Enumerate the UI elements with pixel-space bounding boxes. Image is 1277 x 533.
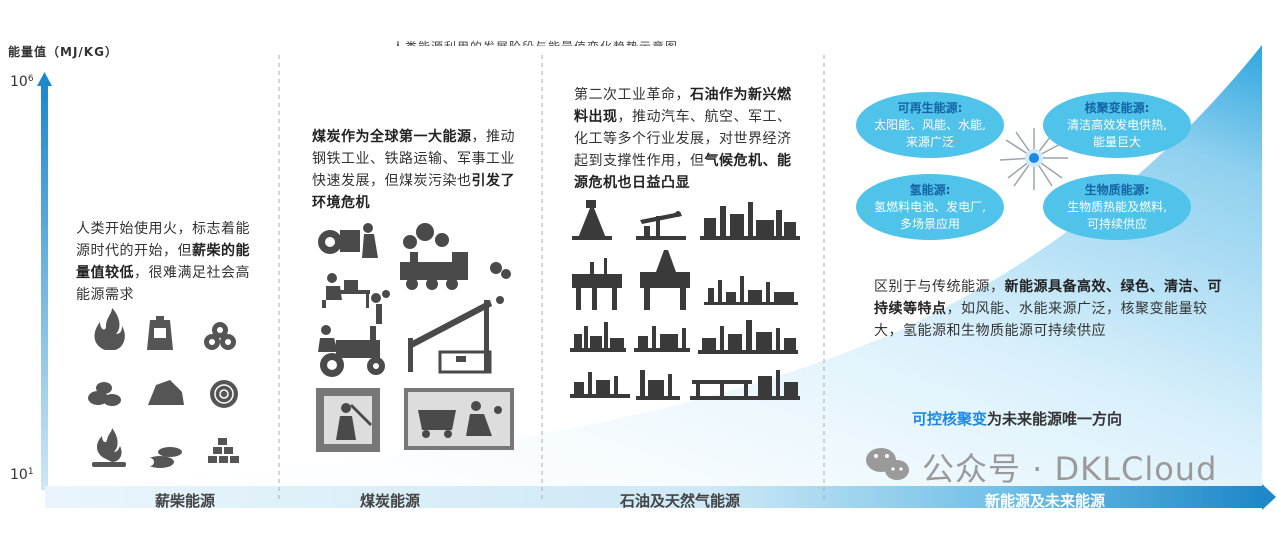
miner-pickaxe-icon: [316, 388, 380, 452]
petrochem-plant-icon: [636, 370, 680, 400]
offshore-platform-icon: [572, 258, 622, 310]
firewood-icons: [88, 308, 239, 468]
oil-derrick-icon: [572, 200, 612, 240]
era-firewood-description: 人类开始使用火，标志着能源时代的开始，但薪柴的能量值较低，很难满足社会高能源需求: [76, 221, 250, 303]
mining-crane-icon: [408, 296, 504, 374]
gas-plant-icon: [570, 372, 630, 398]
cut-off-title: 人类能源利用的发展阶段与能量值变化趋势示意图: [392, 40, 842, 46]
era-label-firewood: 薪柴能源: [154, 492, 215, 510]
rock-icon: [148, 380, 184, 405]
factory-machine-icon: [318, 223, 378, 258]
industrial-complex-icon: [634, 326, 690, 352]
era-new-energy-description: 区别于与传统能源，新能源具备高效、绿色、清洁、可持续等特点，如风能、水能来源广泛…: [874, 279, 1222, 339]
era-label-coal: 煤炭能源: [359, 492, 420, 510]
bubble-fusion-energy: 核聚变能源: 清洁高效发电供热, 能量巨大: [1043, 92, 1191, 158]
era-bar-arrow: [1262, 484, 1276, 510]
bubble-title: 氢能源:: [909, 182, 951, 197]
brick-stack-icon: [208, 438, 239, 463]
bubble-line: 太阳能、风能、水能,: [874, 117, 986, 132]
era-coal-description: 煤炭作为全球第一大能源，推动钢铁工业、铁路运输、军事工业快速发展，但煤炭污染也引…: [312, 129, 515, 211]
tank-farm-icon: [698, 320, 798, 354]
bubble-line: 多场景应用: [899, 216, 960, 231]
era-oil-description: 第二次工业革命，石油作为新兴燃料出现，推动汽车、航空、军工、化工等多个行业发展，…: [574, 87, 792, 191]
wood-ring-icon: [210, 380, 238, 408]
pipeline-facility-icon: [690, 370, 800, 400]
wechat-icon: [866, 448, 909, 480]
y-axis-top-tick: 106: [10, 74, 34, 90]
bubble-line: 生物质热能及燃料,: [1067, 199, 1167, 214]
bubble-line: 氢燃料电池、发电厂,: [874, 199, 986, 214]
bubble-title: 生物质能源:: [1084, 182, 1150, 197]
bubble-biomass-energy: 生物质能源: 生物质热能及燃料, 可持续供应: [1043, 174, 1191, 240]
campfire-icon: [97, 428, 122, 462]
oil-rig-icon: [640, 250, 690, 310]
fusion-highlight: 可控核聚变: [912, 410, 988, 428]
refinery-skyline-icon: [570, 322, 626, 352]
fire-icon: [94, 308, 125, 350]
bubble-line: 来源广泛: [905, 134, 954, 149]
watermark-text: 公众号 · DKLCloud: [922, 450, 1218, 488]
bubble-line: 能量巨大: [1092, 134, 1141, 149]
y-axis-bar: [41, 86, 48, 490]
bubble-title: 核聚变能源:: [1084, 100, 1150, 115]
fusion-burst-icon: [999, 128, 1068, 190]
fusion-statement: 可控核聚变为未来能源唯一方向: [912, 408, 1122, 429]
bubble-line: 可持续供应: [1086, 216, 1147, 231]
plant-skyline-icon: [704, 276, 798, 305]
mine-cart-icon: [404, 388, 514, 450]
coal-era-icons: [316, 223, 514, 452]
steam-tractor-icon: [318, 325, 385, 377]
era-bar: [45, 486, 1263, 508]
pumpjack-icon: [636, 211, 686, 240]
oil-era-icons: [570, 200, 800, 400]
refinery-icon: [700, 202, 800, 240]
bubble-hydrogen-energy: 氢能源: 氢燃料电池、发电厂, 多场景应用: [856, 174, 1004, 240]
bubble-title: 可再生能源:: [897, 100, 963, 115]
fusion-rest: 为未来能源唯一方向: [987, 410, 1123, 428]
y-axis-arrow: [37, 72, 52, 86]
y-axis-bottom-tick: 101: [10, 467, 34, 483]
smokestack-icon: [371, 290, 390, 324]
bubble-renewable-energy: 可再生能源: 太阳能、风能、水能, 来源广泛: [856, 92, 1004, 158]
y-axis-label: 能量值（MJ/KG）: [8, 45, 118, 59]
log-stack-icon: [146, 456, 174, 468]
steam-locomotive-icon: [400, 223, 511, 290]
office-worker-icon: [322, 273, 370, 308]
coal-pile-icon: [88, 391, 108, 405]
energy-growth-curve: [45, 45, 1262, 488]
era-label-oil-gas: 石油及天然气能源: [619, 492, 740, 510]
bubble-line: 清洁高效发电供热,: [1067, 117, 1167, 132]
era-label-new-energy: 新能源及未来能源: [984, 492, 1105, 510]
